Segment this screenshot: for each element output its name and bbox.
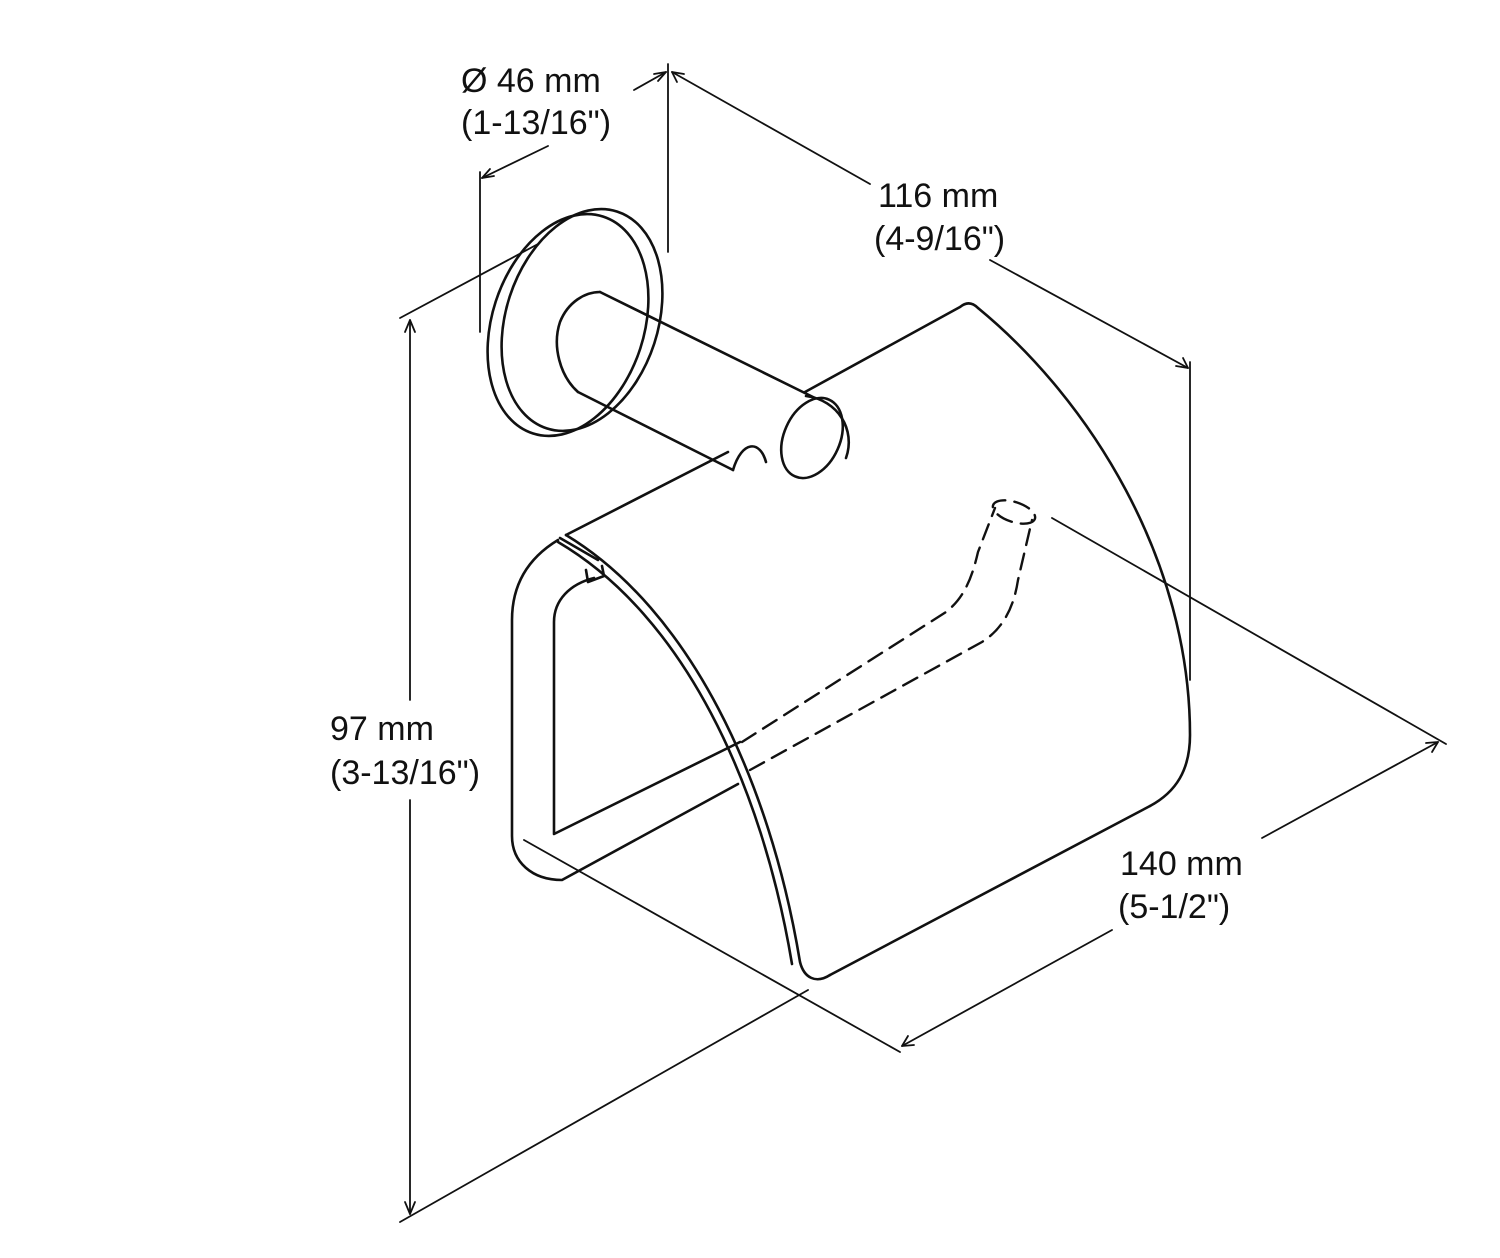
support-post [555,290,851,480]
spindle-upper-line [740,506,997,744]
height-dimension [399,243,809,1223]
height-extension-bottom [399,989,809,1223]
height-arrow-top [404,319,416,333]
width-metric-label: 140 mm [1120,845,1243,883]
post-end-notch [731,445,768,472]
flange-front-face [500,207,664,433]
diameter-dimension-line-b [633,71,667,91]
height-arrow-bottom [404,1201,416,1215]
cover-right-curve [976,306,1192,808]
diameter-dimension-line-a [481,145,549,179]
depth-dimension-line-b [989,259,1189,369]
depth-dimension-line-a [671,71,871,185]
width-extension-right [1051,517,1447,745]
post-upper-line [598,290,817,400]
spindle-end-cap [991,499,1037,525]
side-frame-tab [584,564,606,584]
width-arrow-left [901,1035,915,1047]
side-frame-outer [510,538,740,882]
depth-dimension [671,71,1191,681]
diameter-imperial-label: (1-13/16") [461,104,611,142]
cover-front-curve [564,533,832,981]
side-frame-inner [552,576,742,836]
diameter-metric-label: Ø 46 mm [461,62,601,100]
depth-metric-label: 116 mm [878,177,998,215]
cover-top-edge [564,450,730,537]
post-top-edge [555,290,602,394]
depth-imperial-label: (4-9/16") [874,220,1005,258]
height-metric-label: 97 mm [330,710,434,748]
diameter-arrow-right [653,71,667,82]
spindle-lower-line [748,518,1034,772]
post-end-rim [804,394,851,460]
width-dimension-line-a [901,929,1113,1047]
dimension-lines [399,63,1447,1223]
height-extension-top [399,243,539,319]
hidden-spindle [740,499,1037,772]
depth-arrow-right [1175,357,1189,369]
wall-flange [486,207,664,438]
cover-bottom-edge [828,804,1152,977]
post-lower-line [576,390,735,472]
depth-arrow-left [671,71,685,83]
cover-lip [558,536,600,562]
side-frame [510,538,742,882]
post-end-cap [779,396,845,480]
cover-hood [556,302,1192,981]
product-outline [486,207,1192,981]
diameter-dimension [479,63,669,333]
diameter-arrow-left [481,168,495,179]
cover-front-curve-inner [556,540,794,966]
width-extension-left [523,839,901,1053]
height-imperial-label: (3-13/16") [330,754,480,792]
dimension-labels: Ø 46 mm (1-13/16") 116 mm (4-9/16") 97 m… [330,62,1243,926]
cover-top-back-edge [803,302,980,394]
flange-back-edge [486,212,650,438]
width-imperial-label: (5-1/2") [1118,888,1230,926]
width-dimension [523,517,1447,1053]
width-dimension-line-b [1261,741,1439,839]
width-arrow-right [1425,741,1439,753]
